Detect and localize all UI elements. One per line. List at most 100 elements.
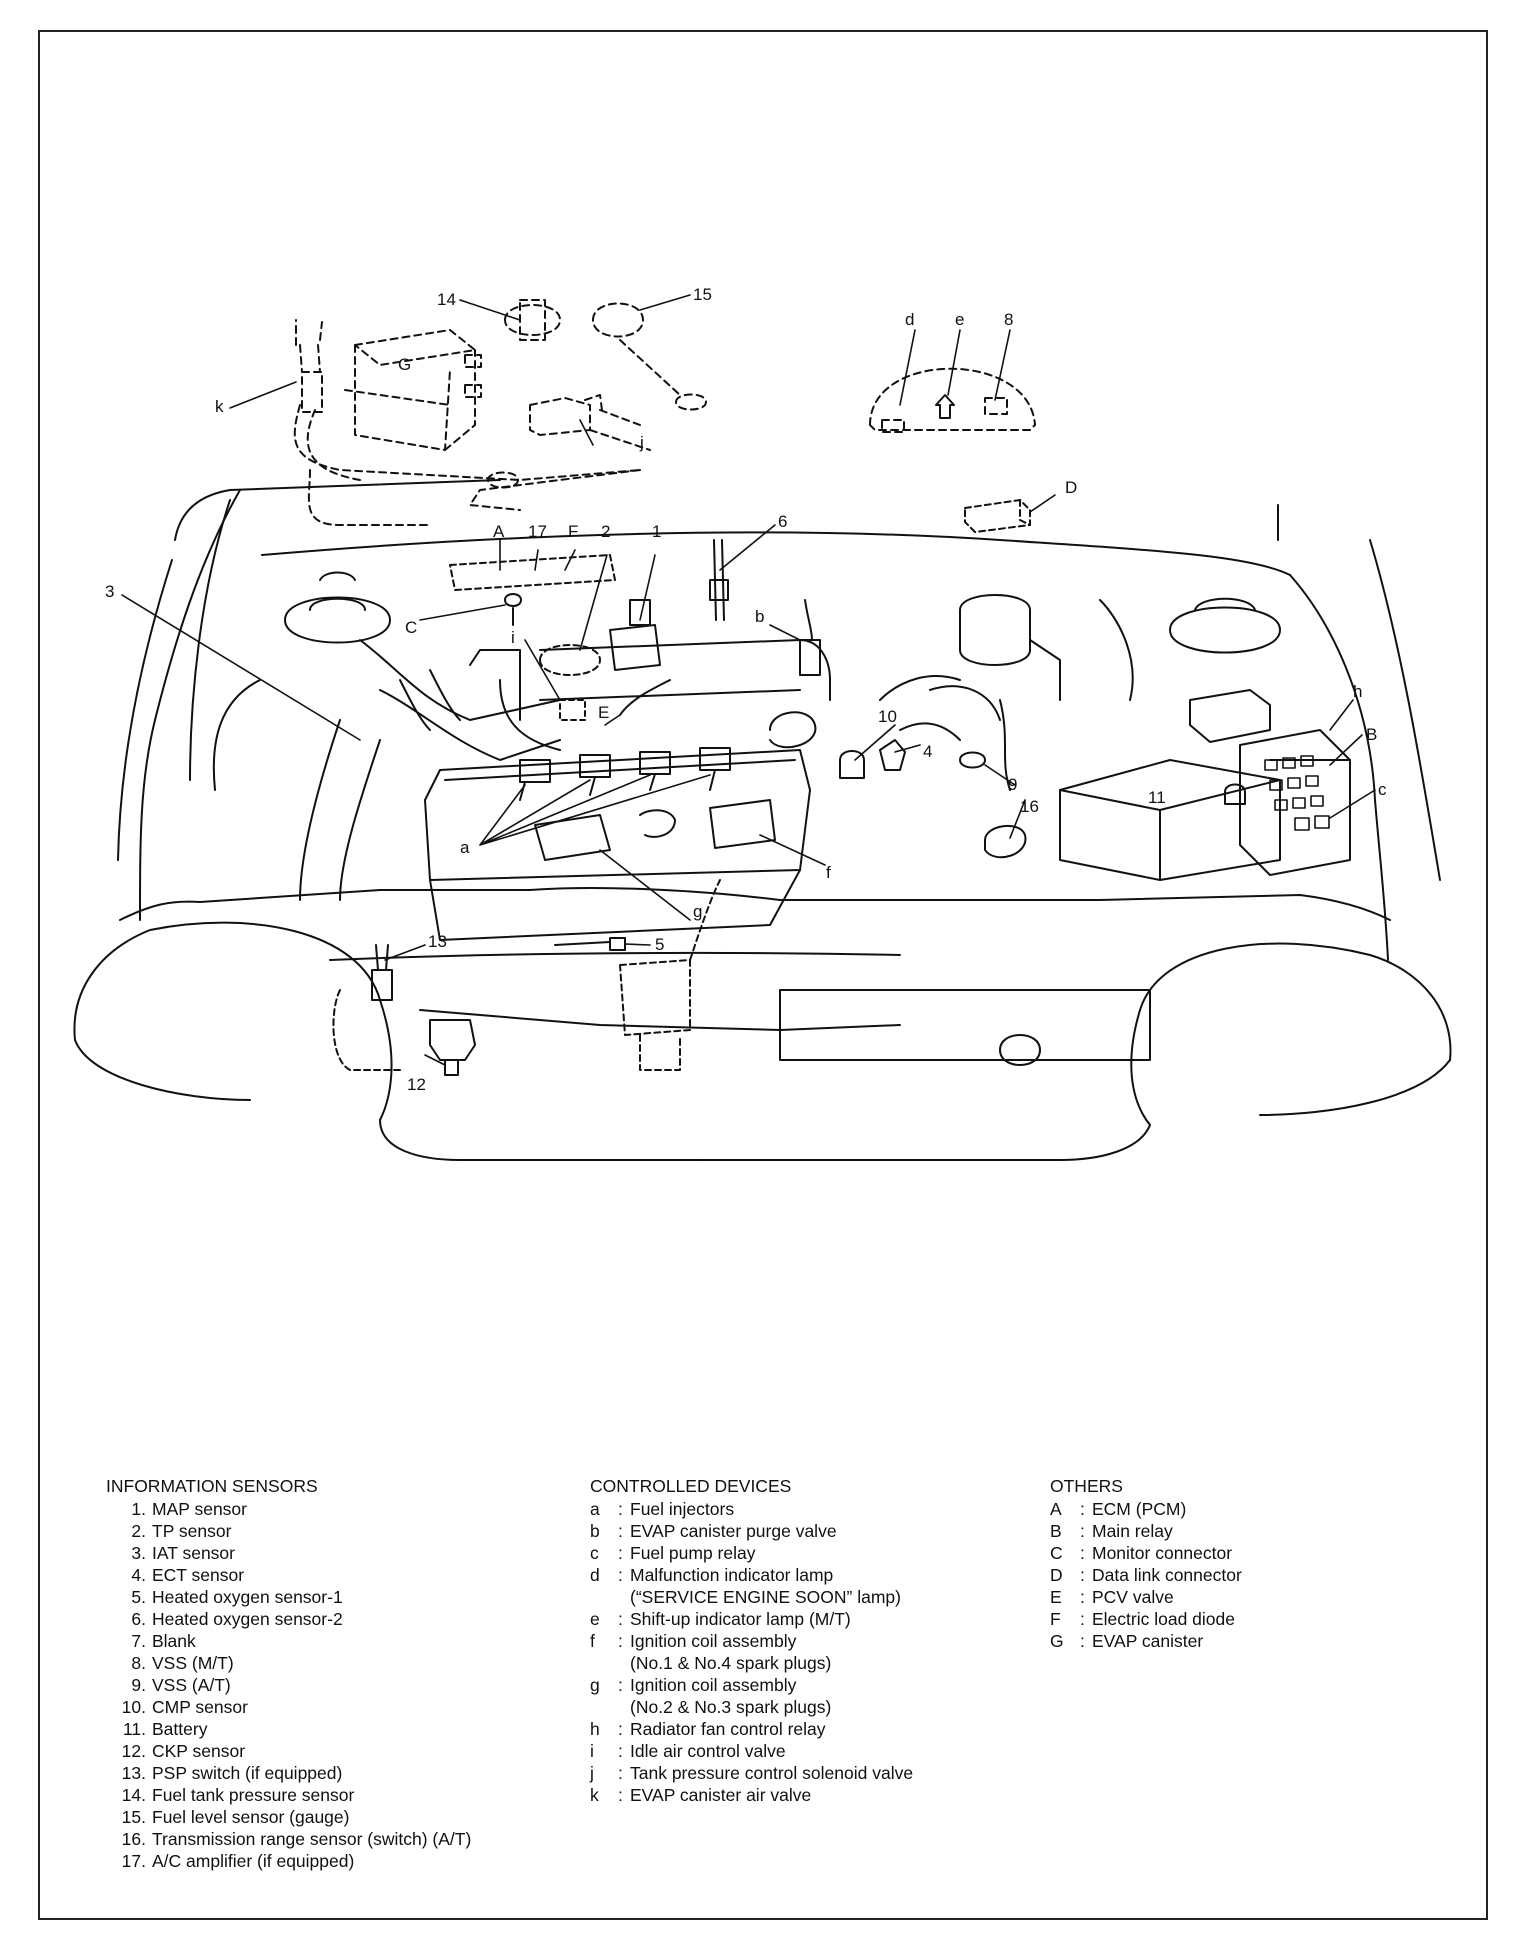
legend-heading: OTHERS xyxy=(1050,1476,1123,1496)
legend-item-separator: : xyxy=(1080,1609,1085,1629)
legend-item-separator: : xyxy=(1080,1565,1085,1585)
legend-item: G:EVAP canister xyxy=(1050,1630,1242,1652)
legend-item-key: c xyxy=(590,1543,599,1563)
leader-lines xyxy=(121,294,1376,1066)
car-body-outline xyxy=(73,479,1452,1161)
legend-item-text: Blank xyxy=(152,1631,196,1651)
label-1: 1 xyxy=(652,522,661,541)
legend-item: 4.ECT sensor xyxy=(106,1564,471,1586)
label-i: i xyxy=(511,628,515,647)
legend-item-key: e xyxy=(590,1609,600,1629)
label-9: 9 xyxy=(1008,775,1017,794)
legend-item-key: f xyxy=(590,1631,595,1651)
label-16: 16 xyxy=(1020,797,1039,816)
legend-item-key: D xyxy=(1050,1565,1063,1585)
legend-item: 2. TP sensor xyxy=(106,1520,471,1542)
legend-item-text: CKP sensor xyxy=(152,1741,246,1761)
legend-item: 7. Blank xyxy=(106,1630,471,1652)
label-d: d xyxy=(905,310,914,329)
legend-item-key: i xyxy=(590,1741,594,1761)
legend-item-separator: : xyxy=(618,1631,623,1651)
legend-item-key: k xyxy=(590,1785,599,1805)
legend-item-number: 2. xyxy=(131,1521,146,1541)
legend-item-text: Shift-up indicator lamp (M/T) xyxy=(630,1609,851,1629)
legend-item: g:Ignition coil assembly xyxy=(590,1674,913,1696)
legend-item-text: EVAP canister purge valve xyxy=(630,1521,837,1541)
label-11: 11 xyxy=(1148,788,1166,807)
label-5: 5 xyxy=(655,935,664,954)
label-f: f xyxy=(826,863,831,882)
legend-item-number: 14. xyxy=(121,1785,146,1805)
legend-item-number: 6. xyxy=(131,1609,146,1629)
legend-item-separator: : xyxy=(618,1719,623,1739)
legend-item-text: Radiator fan control relay xyxy=(630,1719,826,1739)
legend-item: 16.Transmission range sensor (switch) (A… xyxy=(106,1828,472,1850)
legend-item-text: Monitor connector xyxy=(1092,1543,1233,1563)
legend-item-key: C xyxy=(1050,1543,1063,1563)
legend-item: 9.VSS (A/T) xyxy=(106,1674,471,1696)
legend-item: d:Malfunction indicator lamp xyxy=(590,1564,913,1586)
legend-item-number: 5. xyxy=(131,1587,146,1607)
legend-item: 11.Battery xyxy=(106,1718,471,1740)
legend-heading: CONTROLLED DEVICES xyxy=(590,1476,792,1496)
legend-item: j:Tank pressure control solenoid valve xyxy=(590,1762,913,1784)
legend-item-key: g xyxy=(590,1675,600,1695)
legend-item-separator: : xyxy=(618,1521,623,1541)
legend-item-text: Tank pressure control solenoid valve xyxy=(630,1763,914,1783)
legend-item-key: b xyxy=(590,1521,600,1541)
legend-item-continuation: (“SERVICE ENGINE SOON” lamp) xyxy=(590,1586,913,1608)
legend-item-text: EVAP canister air valve xyxy=(630,1785,812,1805)
label-a: a xyxy=(460,838,470,857)
engine-assembly xyxy=(212,539,1351,1076)
legend-item-separator: : xyxy=(618,1609,623,1629)
legend-item-continuation-text: (No.2 & No.3 spark plugs) xyxy=(630,1697,832,1717)
legend-item-text: CMP sensor xyxy=(152,1697,248,1717)
legend-item-number: 7. xyxy=(131,1631,146,1651)
legend-item: F:Electric load diode xyxy=(1050,1608,1242,1630)
legend-item-text: Heated oxygen sensor-1 xyxy=(152,1587,343,1607)
legend-item-continuation-text: (No.1 & No.4 spark plugs) xyxy=(630,1653,832,1673)
legend-item-text: TP sensor xyxy=(152,1521,232,1541)
legend-item-key: a xyxy=(590,1499,600,1519)
label-13: 13 xyxy=(428,932,447,951)
legend-item-key: G xyxy=(1050,1631,1064,1651)
legend-item-text: Ignition coil assembly xyxy=(630,1631,797,1651)
data-link-connector xyxy=(964,499,1031,533)
legend-item-separator: : xyxy=(618,1741,623,1761)
legend-item: C: Monitor connector xyxy=(1050,1542,1242,1564)
legend-item-text: Battery xyxy=(152,1719,208,1739)
legend-item-number: 17. xyxy=(121,1851,146,1871)
label-B: B xyxy=(1366,725,1377,744)
label-D: D xyxy=(1065,478,1077,497)
legend-item-text: Ignition coil assembly xyxy=(630,1675,797,1695)
label-g: g xyxy=(693,902,702,921)
legend-item: f: Ignition coil assembly xyxy=(590,1630,913,1652)
legend-item-text: ECT sensor xyxy=(152,1565,245,1585)
legend-item: 1.MAP sensor xyxy=(106,1498,471,1520)
legend-item-continuation: (No.2 & No.3 spark plugs) xyxy=(590,1696,913,1718)
label-E: E xyxy=(598,703,609,722)
legend-item-text: ECM (PCM) xyxy=(1092,1499,1187,1519)
label-2: 2 xyxy=(601,522,610,541)
label-4: 4 xyxy=(923,742,932,761)
legend-item: 13.PSP switch (if equipped) xyxy=(106,1762,471,1784)
legend-item-number: 15. xyxy=(121,1807,146,1827)
legend-item-text: Electric load diode xyxy=(1092,1609,1235,1629)
legend-item-number: 12. xyxy=(121,1741,146,1761)
label-17: 17 xyxy=(528,522,547,541)
legend-item-separator: : xyxy=(1080,1543,1085,1563)
legend-item-text: Fuel level sensor (gauge) xyxy=(152,1807,350,1827)
legend-item: E:PCV valve xyxy=(1050,1586,1242,1608)
legend-item: 10.CMP sensor xyxy=(106,1696,471,1718)
legend-item-separator: : xyxy=(618,1499,623,1519)
legend-item-text: Fuel pump relay xyxy=(630,1543,756,1563)
label-h: h xyxy=(1353,682,1362,701)
legend-item: e: Shift-up indicator lamp (M/T) xyxy=(590,1608,913,1630)
legend-item-separator: : xyxy=(618,1763,623,1783)
label-A: A xyxy=(493,522,505,541)
legend-item-text: Malfunction indicator lamp xyxy=(630,1565,834,1585)
label-10: 10 xyxy=(878,707,897,726)
legend-item-text: Data link connector xyxy=(1092,1565,1242,1585)
